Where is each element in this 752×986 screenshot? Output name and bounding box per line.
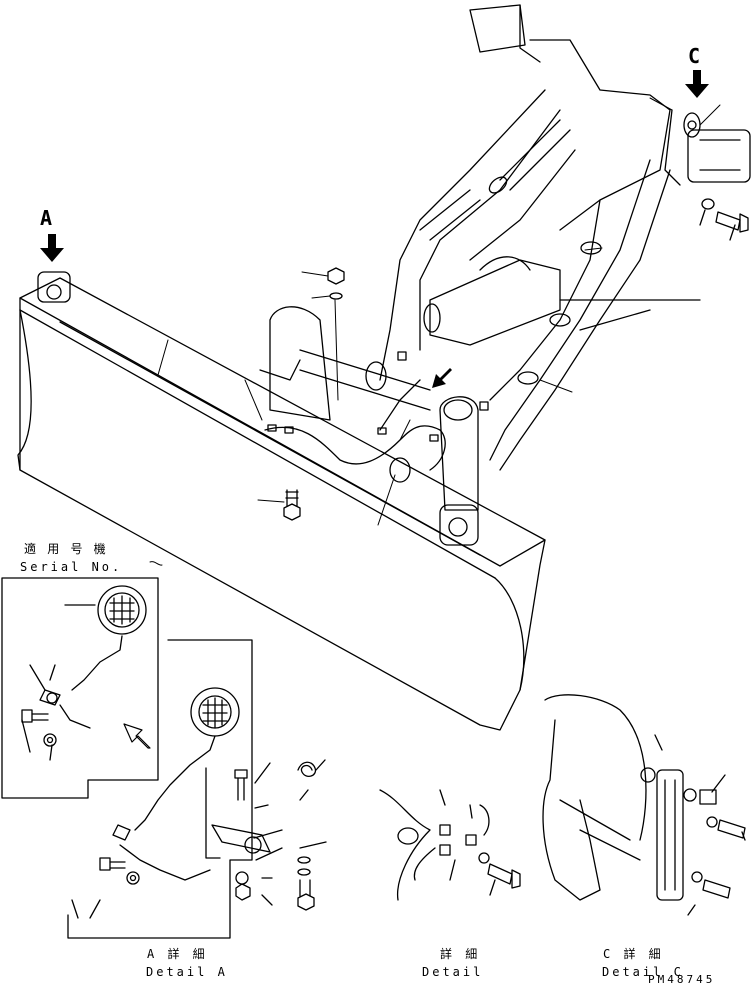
view-marker-c: C xyxy=(688,44,701,68)
hex-nut-top xyxy=(327,267,345,285)
callout-arrow xyxy=(123,723,151,749)
detail-c-label-en: Detail C xyxy=(602,965,684,979)
arrow-down-icon xyxy=(40,234,64,262)
blade xyxy=(17,271,546,731)
washer-top xyxy=(329,292,343,300)
serial-title-jp: 適 用 号 機 xyxy=(24,542,108,556)
detail-c-label-jp: C 詳 細 xyxy=(603,947,664,961)
detail-b xyxy=(379,789,521,901)
detail-a-label-en: Detail A xyxy=(146,965,228,979)
blade-left-trunnion xyxy=(37,271,71,303)
arrow-diagonal-icon xyxy=(432,368,452,388)
plate-c xyxy=(656,769,684,901)
serial-title-en: Serial No. xyxy=(20,560,123,574)
bolt-lower xyxy=(283,489,301,521)
lamp-head-icon xyxy=(97,585,147,635)
view-marker-a: A xyxy=(40,206,53,230)
pivot-c-block xyxy=(687,129,751,183)
detail-c xyxy=(542,694,746,916)
lamp-wiring xyxy=(264,351,489,471)
detail-b-label-en: Detail xyxy=(422,965,484,979)
detail-a-box xyxy=(67,639,327,939)
center-mount xyxy=(259,306,479,511)
serial-no-box xyxy=(1,577,159,799)
leader-lines-main xyxy=(157,97,721,526)
detail-a-label-jp: A 詳 細 xyxy=(147,947,208,961)
blade-right-trunnion xyxy=(439,504,479,546)
detail-b-label-jp: 詳 細 xyxy=(440,947,481,961)
lift-frame xyxy=(379,4,751,483)
drawing-number: PM48745 xyxy=(648,973,716,986)
arrow-down-icon xyxy=(685,70,709,98)
bolt-c xyxy=(699,198,749,241)
